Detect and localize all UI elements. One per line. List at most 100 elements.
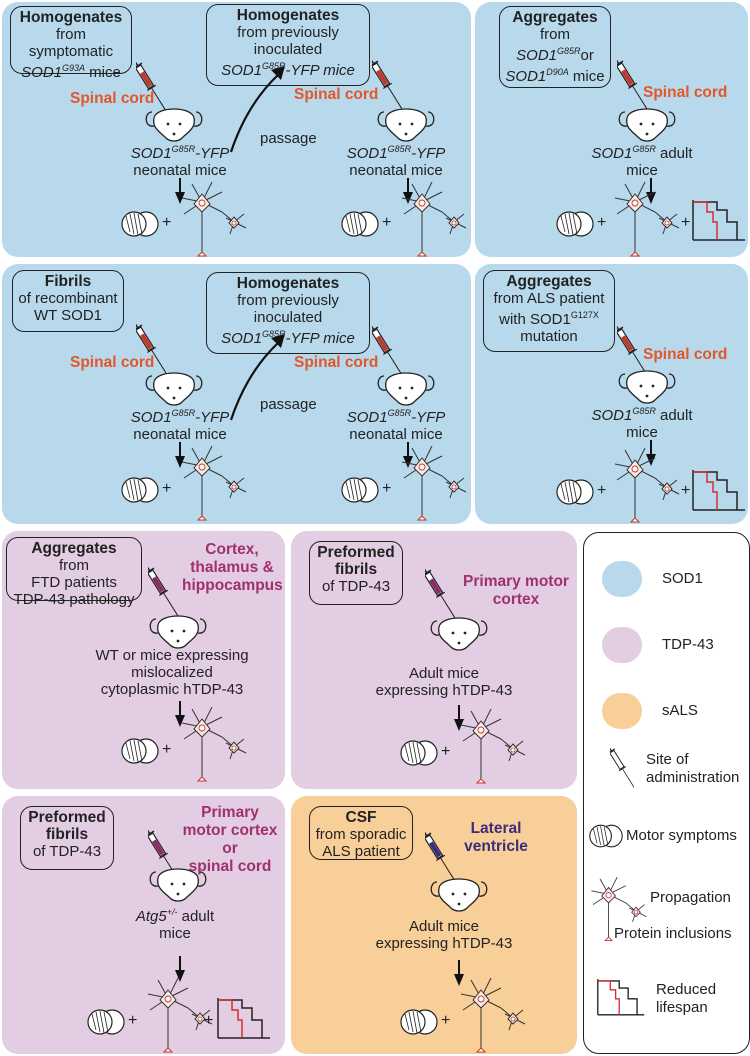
site-label: Spinal cord xyxy=(70,90,155,107)
site-label: Spinal cord xyxy=(294,354,379,371)
legend-label-propagation: Propagation xyxy=(650,889,731,906)
plus: + xyxy=(162,480,172,497)
motor-symptoms-icon xyxy=(340,210,380,238)
plus: + xyxy=(162,214,172,231)
site-label: Spinal cord xyxy=(70,354,155,371)
plus: + xyxy=(441,743,451,760)
motor-symptoms-icon xyxy=(399,1008,439,1036)
plus: + xyxy=(128,1012,138,1029)
motor-symptoms-icon xyxy=(555,478,595,506)
neurons-icon xyxy=(178,703,248,783)
plus: + xyxy=(204,1012,214,1029)
neurons-icon xyxy=(398,442,468,522)
motor-symptoms-icon xyxy=(588,823,624,849)
mouse-icon xyxy=(142,366,206,410)
motor-symptoms-icon xyxy=(399,739,439,767)
motor-symptoms-icon xyxy=(120,476,160,504)
legend-swatch-sod1 xyxy=(602,561,642,597)
mouse-icon xyxy=(615,102,679,146)
mouse-icon xyxy=(427,611,491,655)
mouse-icon xyxy=(374,102,438,146)
mouse-icon xyxy=(374,366,438,410)
mouse-icon xyxy=(142,102,206,146)
neurons-icon xyxy=(611,444,681,524)
reduced-lifespan-icon xyxy=(691,198,747,242)
legend-swatch-tdp43 xyxy=(602,627,642,663)
neurons-icon xyxy=(457,705,527,785)
plus: + xyxy=(597,482,607,499)
passage-arrow xyxy=(229,66,285,153)
legend-label-tdp43: TDP-43 xyxy=(662,636,714,653)
passage-label: passage xyxy=(260,396,317,413)
plus: + xyxy=(162,741,172,758)
mouse-icon xyxy=(615,364,679,408)
plus: + xyxy=(382,480,392,497)
syringe-icon xyxy=(610,741,634,795)
site-label: Spinal cord xyxy=(294,86,379,103)
mouse-icon xyxy=(146,862,210,906)
legend-label-sals: sALS xyxy=(662,702,698,719)
plus: + xyxy=(681,214,691,231)
mouse-icon xyxy=(427,872,491,916)
motor-symptoms-icon xyxy=(555,210,595,238)
neurons-icon xyxy=(457,974,527,1054)
site-label: Cortex,thalamus &hippocampus xyxy=(182,541,283,594)
neurons-icon xyxy=(611,178,681,257)
motor-symptoms-icon xyxy=(120,737,160,765)
plus: + xyxy=(382,214,392,231)
site-label: Spinal cord xyxy=(643,84,728,101)
legend-label-motor: Motor symptoms xyxy=(626,827,737,844)
reduced-lifespan-icon xyxy=(691,468,747,512)
neurons-icon xyxy=(178,178,248,257)
passage-arrow xyxy=(229,334,285,421)
motor-symptoms-icon xyxy=(120,210,160,238)
motor-symptoms-icon xyxy=(86,1008,126,1036)
reduced-lifespan-icon xyxy=(216,996,272,1040)
plus: + xyxy=(597,214,607,231)
legend-label-sod1: SOD1 xyxy=(662,570,703,587)
reduced-lifespan-icon xyxy=(596,977,646,1017)
legend-swatch-sals xyxy=(602,693,642,729)
site-label: Spinal cord xyxy=(643,346,728,363)
plus: + xyxy=(441,1012,451,1029)
legend-label-inclusions: Protein inclusions xyxy=(614,925,732,942)
motor-symptoms-icon xyxy=(340,476,380,504)
neurons-icon xyxy=(398,178,468,257)
plus: + xyxy=(681,482,691,499)
passage-label: passage xyxy=(260,130,317,147)
